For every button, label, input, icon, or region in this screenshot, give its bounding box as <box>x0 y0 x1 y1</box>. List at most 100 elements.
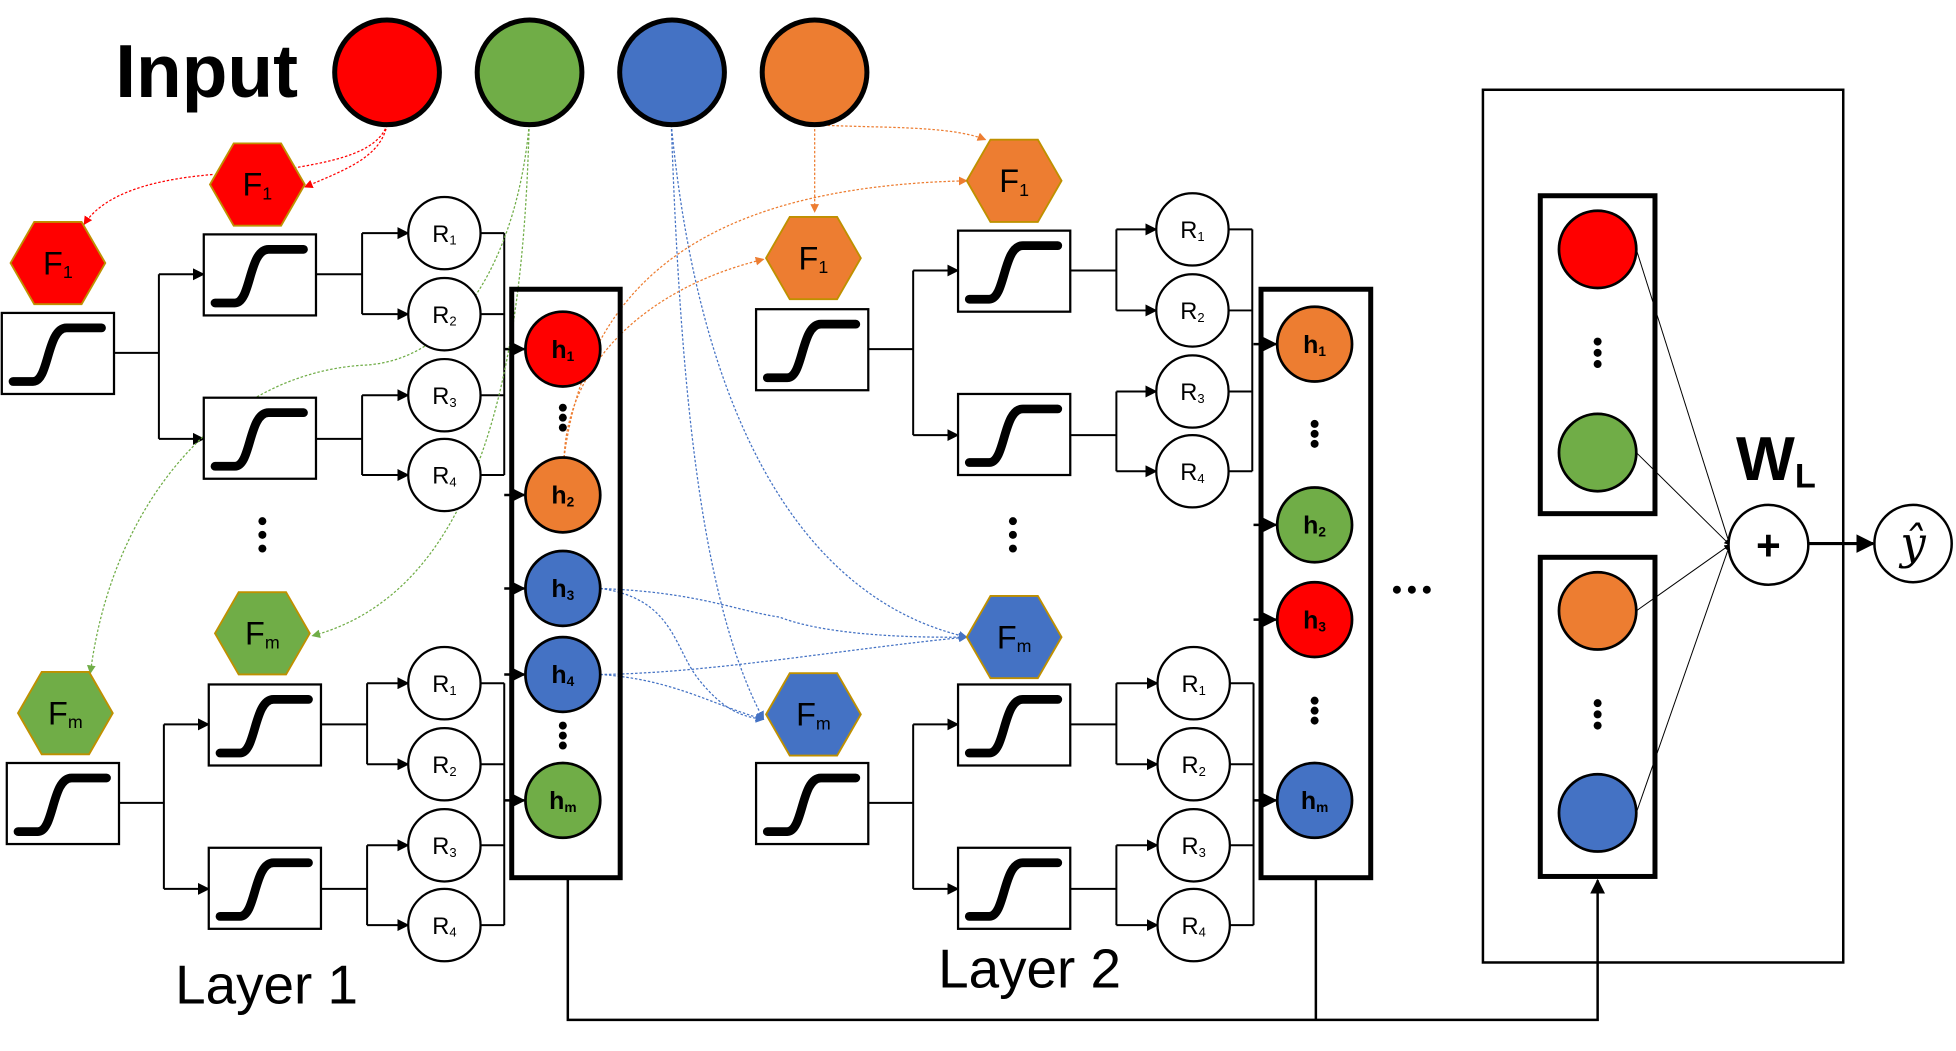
rule-node: R1 <box>407 195 482 271</box>
label-subscript: 2 <box>1318 525 1326 540</box>
hidden-circle <box>524 761 602 840</box>
rule-node: R3 <box>1155 354 1230 429</box>
node-label: WL <box>1736 425 1816 495</box>
node-label: F1 <box>243 167 273 204</box>
output-group-box <box>1537 193 1658 517</box>
label-subscript: 3 <box>1318 619 1326 634</box>
hidden-circle <box>1275 486 1354 564</box>
sigmoid-icon <box>210 244 308 308</box>
ellipsis-dot <box>1593 337 1602 346</box>
sigmoid-activation-box <box>207 683 323 767</box>
sigmoid-activation-box <box>202 233 318 317</box>
label-subscript: 1 <box>262 184 272 204</box>
routing-curve-blue <box>600 633 968 676</box>
ellipsis-dot <box>558 403 567 412</box>
rule-circle <box>407 645 482 721</box>
ellipsis-dot <box>1310 439 1319 448</box>
node-label: R1 <box>432 222 456 248</box>
label-main: R <box>1180 460 1197 486</box>
node-label: R4 <box>1182 914 1206 940</box>
node-label: F1 <box>43 245 73 282</box>
sigmoid-icon <box>13 773 111 836</box>
node-label: R2 <box>432 303 456 329</box>
ellipsis-dot <box>1593 360 1602 369</box>
routing-curve-green <box>87 124 530 675</box>
weight-edge <box>1635 544 1731 814</box>
filter-hexagon: F1 <box>764 215 862 301</box>
rule-node: R3 <box>407 808 482 883</box>
label-subscript: 1 <box>63 262 73 282</box>
label-main: F <box>48 695 68 731</box>
rule-circle <box>407 276 482 352</box>
output-node-green <box>1557 412 1638 493</box>
hidden-layer-column <box>1258 286 1374 881</box>
ellipsis-dot <box>1593 710 1602 719</box>
label-subscript: 3 <box>1197 391 1204 406</box>
node-label: F1 <box>799 240 829 277</box>
label-main: h <box>549 787 564 815</box>
ellipsis-dot <box>1422 585 1431 594</box>
hidden-node: h3 <box>524 549 602 628</box>
label-subscript: m <box>265 632 280 652</box>
label-main: R <box>1182 914 1199 940</box>
rule-circle <box>407 726 482 802</box>
label-subscript: 2 <box>449 314 456 329</box>
rule-node: R1 <box>1156 645 1231 721</box>
label-main: R <box>432 914 449 940</box>
weight-edge <box>1635 249 1732 546</box>
node-label: R1 <box>1182 672 1206 698</box>
label-subscript: 1 <box>449 683 456 698</box>
routing-curve-blue <box>670 124 968 640</box>
ellipsis-dot <box>558 721 567 730</box>
routing-curve-orange <box>814 124 987 141</box>
rule-circle <box>407 195 482 271</box>
rule-circle <box>1156 645 1231 721</box>
label-subscript: m <box>68 712 83 732</box>
ellipsis-dot <box>258 544 267 553</box>
rule-node: R2 <box>407 276 482 352</box>
sigmoid-activation-box <box>754 308 870 392</box>
node-label: R2 <box>432 753 456 779</box>
label-subscript: 4 <box>449 475 456 490</box>
sigmoid-icon <box>964 241 1063 304</box>
label-main: R <box>1180 380 1197 406</box>
rule-node: R4 <box>407 887 482 963</box>
label-subscript: 1 <box>1197 229 1204 244</box>
rule-node: R3 <box>407 357 482 433</box>
label-main: R <box>432 222 449 248</box>
input-node-red <box>332 17 442 128</box>
rule-node: R4 <box>407 437 482 513</box>
hidden-node: h4 <box>524 635 602 714</box>
routing-curve-orange <box>563 176 968 458</box>
label-subscript: 1 <box>567 349 575 364</box>
input-node-green <box>474 17 585 128</box>
node-label: R2 <box>1180 299 1204 325</box>
weight-edge <box>1635 544 1731 612</box>
sum-node <box>1727 503 1810 586</box>
label-main: F <box>796 697 816 733</box>
label-main: R <box>432 753 449 779</box>
filter-hexagon: F1 <box>965 138 1063 223</box>
sigmoid-icon <box>215 695 313 758</box>
hidden-circle <box>524 456 602 534</box>
output-node-red <box>1557 209 1638 290</box>
filter-hexagon: Fm <box>764 672 862 757</box>
node-label: h2 <box>1303 512 1326 540</box>
label-main: R <box>1180 299 1197 325</box>
hidden-node: hm <box>524 761 602 840</box>
label-subscript: 1 <box>1318 344 1326 359</box>
label-main: h <box>1303 606 1318 634</box>
rule-node: R4 <box>1155 433 1230 509</box>
ellipsis-dot <box>558 413 567 422</box>
label-main: R <box>432 834 449 860</box>
label-subscript: 2 <box>449 764 456 779</box>
layer-1-label: Layer 1 <box>175 954 358 1016</box>
hexagon <box>9 220 107 306</box>
label-subscript: 4 <box>449 925 456 940</box>
rule-circle <box>407 437 482 513</box>
node-label: Fm <box>997 619 1032 656</box>
ellipsis-dot <box>1593 348 1602 357</box>
hidden-circle <box>1275 580 1354 659</box>
label-subscript: 4 <box>1197 471 1204 486</box>
node-label: R4 <box>1180 460 1204 486</box>
